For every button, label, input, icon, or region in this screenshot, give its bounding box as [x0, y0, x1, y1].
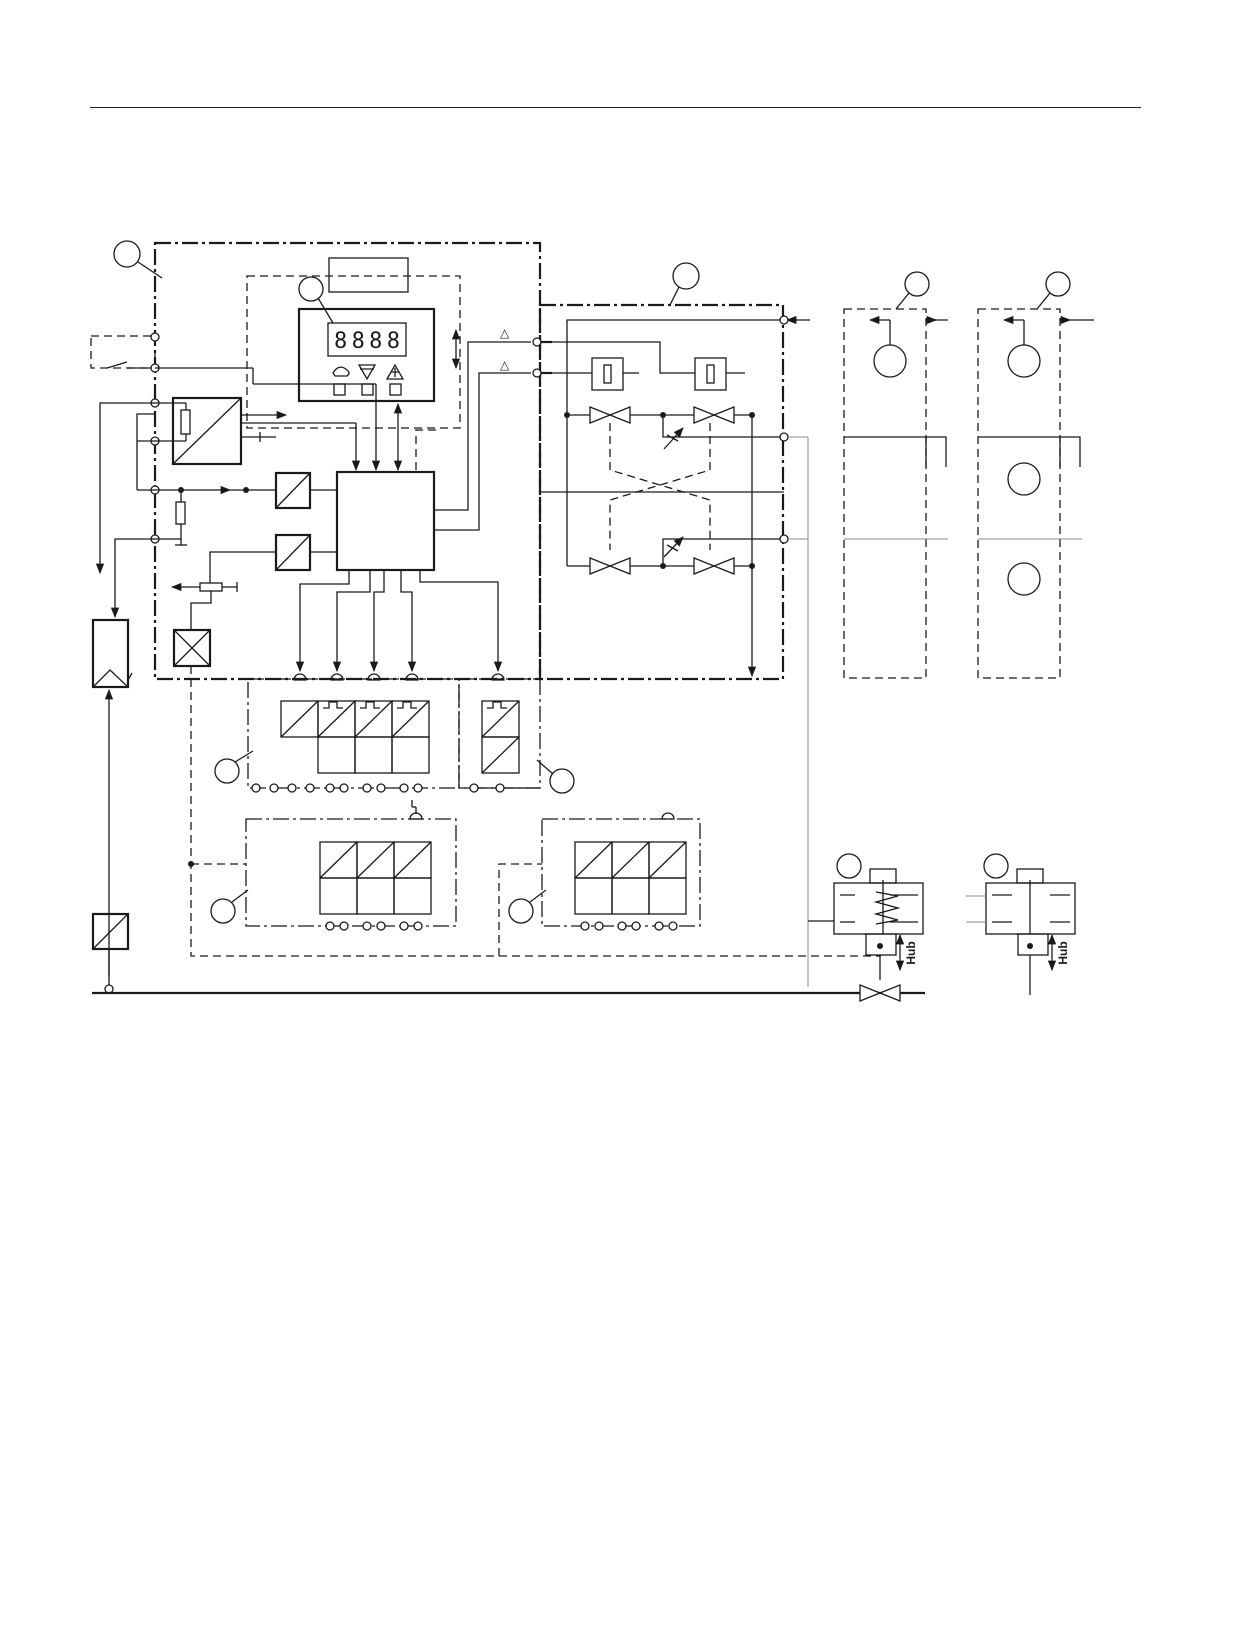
key-manual: [333, 383, 346, 396]
callout-circle-valve-1: [836, 853, 862, 879]
callout-circle-module-3: [210, 898, 236, 924]
valve-upper-right: [693, 406, 735, 424]
svg-text:△: △: [500, 358, 510, 372]
callout-circle-display: [298, 276, 324, 302]
control-valve: [859, 984, 901, 1002]
cpu-output-lines: [295, 341, 531, 673]
callout-circle-housing: [113, 240, 141, 268]
callout-circle-pneumatic: [672, 262, 700, 290]
callout-circle-module-1: [214, 758, 240, 784]
key-down: [361, 383, 374, 396]
cpu-block: [335, 470, 436, 572]
lcd-digits: 8888: [334, 329, 400, 354]
pilot-valve-1: [591, 357, 624, 391]
stroke-label-1: Hub: [904, 941, 918, 964]
page-header-rule: [90, 107, 1141, 108]
actuator-columns: [843, 271, 1094, 679]
process-pipe: [92, 984, 925, 1002]
svg-text:△: △: [500, 326, 510, 340]
pneumatic-block: △ △: [500, 262, 810, 987]
external-transmitter: [91, 618, 130, 689]
lcd-display: [327, 322, 407, 357]
position-sensor: [172, 628, 212, 668]
option-modules-row1: [214, 673, 575, 814]
input-circuit: [90, 328, 461, 994]
valve-lower-left: [589, 557, 631, 575]
up-arrow-icon: [385, 363, 405, 380]
callout-circle-module-4: [508, 898, 534, 924]
valve-actuators: Hub Hub: [808, 853, 1076, 995]
down-arrow-icon: [357, 364, 377, 381]
isolation-converter: [171, 396, 243, 466]
callout-circle-valve-2: [983, 853, 1009, 879]
display-panel: 8888: [297, 276, 436, 403]
external-converter: [91, 912, 130, 951]
stroke-label-2: Hub: [1056, 941, 1070, 964]
key-up: [389, 383, 402, 396]
valve-upper-left: [589, 406, 631, 424]
hand-icon: [332, 366, 350, 377]
callout-circle-module-2: [549, 768, 575, 794]
valve-lower-right: [693, 557, 735, 575]
callout-circle-actuator-1: [904, 271, 930, 297]
callout-circle-actuator-2: [1045, 271, 1071, 297]
option-modules-row2: [188, 666, 881, 957]
pilot-valve-2: [694, 357, 727, 391]
label-box: [328, 257, 409, 293]
